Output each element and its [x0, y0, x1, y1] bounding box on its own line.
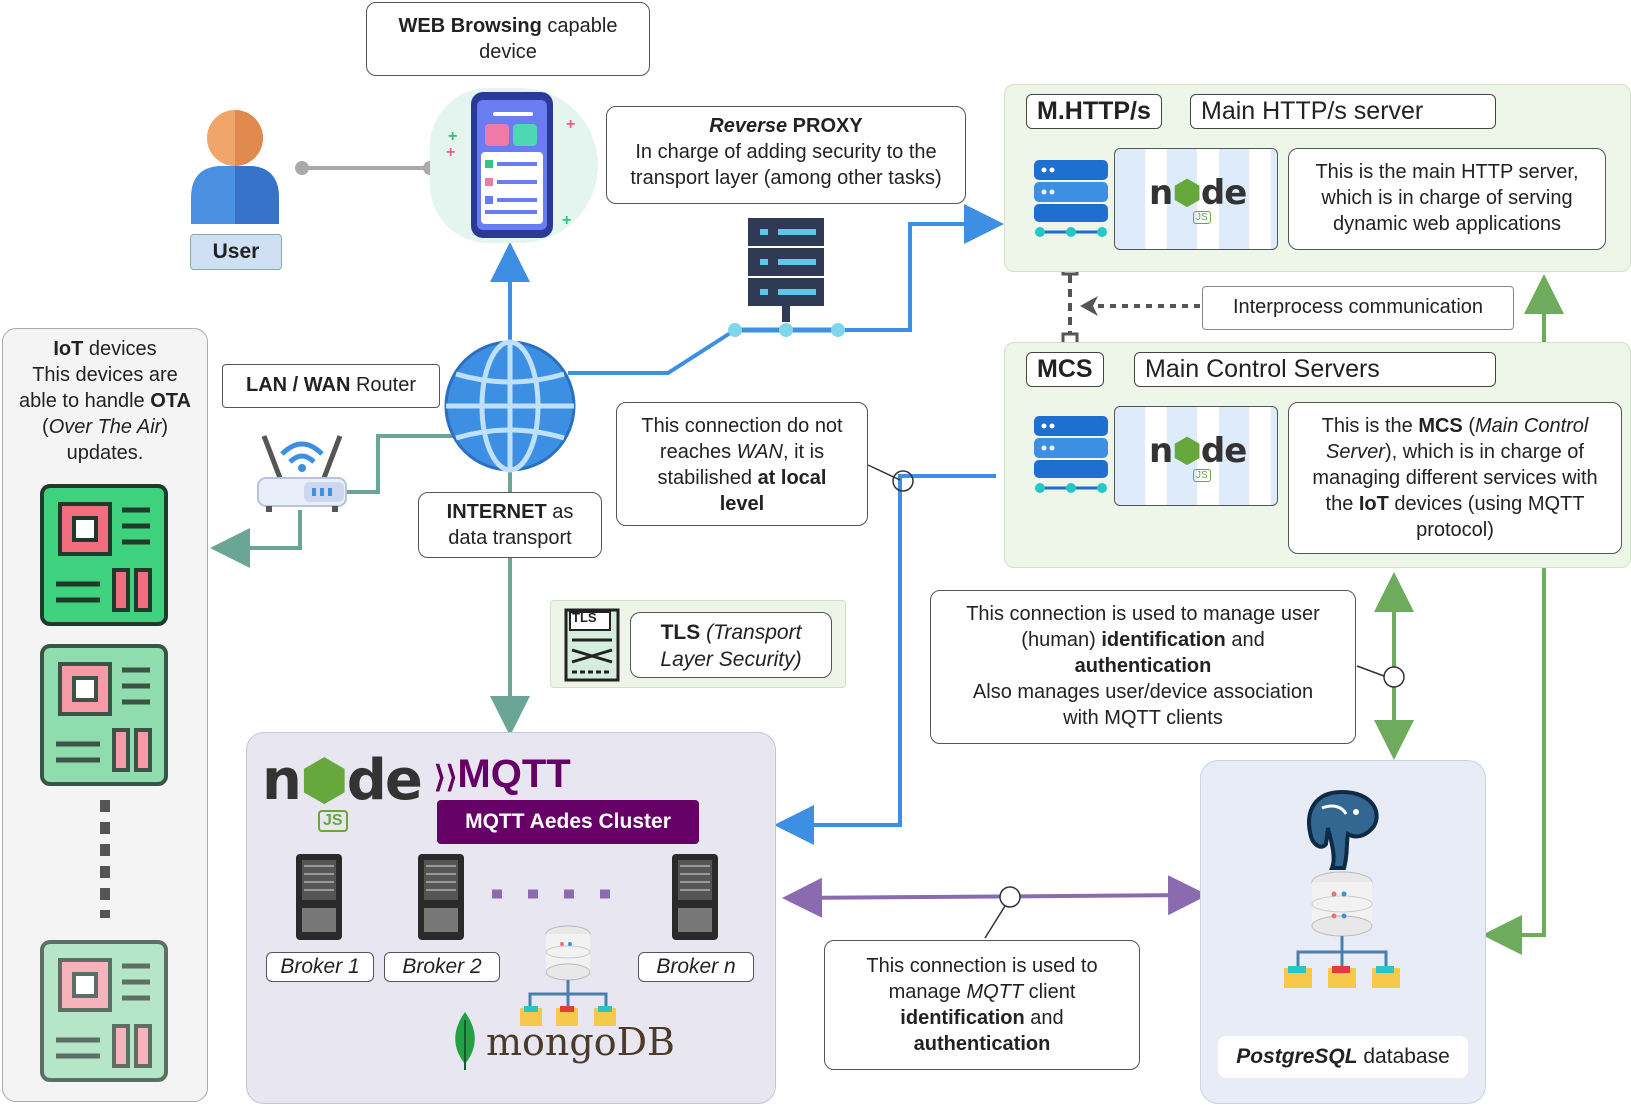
- server-stack-icon: [1034, 416, 1108, 493]
- mongodb-leaf-icon: [455, 1012, 475, 1070]
- broker-server-icon: [418, 854, 464, 940]
- iot-board-icon: [40, 484, 168, 626]
- smartphone-icon: [471, 92, 553, 238]
- nodejs-js-badge: JS: [1193, 211, 1211, 224]
- internet-label: INTERNET as data transport: [418, 492, 602, 558]
- reverse-proxy-box: Reverse PROXY In charge of adding securi…: [606, 106, 966, 204]
- sparkle-decoration: +: [566, 116, 576, 133]
- database-icon: [1284, 871, 1400, 988]
- mqtt-logo: ⟩⟩MQTT: [434, 752, 571, 796]
- globe-icon: [444, 339, 576, 473]
- database-icon: [520, 925, 616, 1026]
- ellipsis-dots: [100, 800, 110, 918]
- user-label: User: [190, 234, 282, 270]
- mhttp-name: Main HTTP/s server: [1190, 94, 1496, 129]
- ipc-label: Interprocess communication: [1202, 286, 1514, 330]
- broker-label: Broker 2: [384, 952, 500, 982]
- iot-description: IoT devices This devices are able to han…: [19, 338, 191, 464]
- user-icon: [191, 110, 279, 224]
- mcs-tag: MCS: [1026, 352, 1104, 387]
- tls-label: TLS (Transport Layer Security): [630, 612, 832, 678]
- sparkle-decoration: +: [562, 212, 572, 229]
- iot-board-icon: [40, 644, 168, 786]
- proxy-server-icon: [748, 218, 824, 322]
- broker-ellipsis: [492, 889, 624, 899]
- router-icon: [257, 435, 347, 512]
- broker-label: Broker n: [638, 952, 754, 982]
- broker-label: Broker 1: [266, 952, 374, 982]
- nodejs-card: n⬢de JS: [1114, 406, 1278, 506]
- nodejs-logo: n⬢de: [262, 748, 423, 813]
- mqtt-connection-note: This connection is used to manage MQTT c…: [824, 940, 1140, 1070]
- nodejs-js-badge: JS: [1193, 469, 1211, 482]
- nodejs-js-badge: JS: [318, 810, 348, 832]
- sparkle-decoration: +: [448, 128, 458, 145]
- nodejs-logo: n⬢de: [1149, 173, 1247, 213]
- mhttp-description: This is the main HTTP server, which is i…: [1288, 148, 1606, 250]
- web-device-box: WEB Browsing capable device: [366, 2, 650, 76]
- router-label: LAN / WAN Router: [222, 364, 440, 408]
- nodejs-card: n⬢de JS: [1114, 148, 1278, 250]
- broker-server-icon: [296, 854, 342, 940]
- local-connection-note: This connection do not reaches WAN, it i…: [616, 402, 868, 526]
- mcs-description: This is the MCS (Main Control Server), w…: [1288, 402, 1622, 554]
- server-stack-icon: [1034, 160, 1108, 237]
- postgresql-elephant-icon: [1307, 789, 1379, 870]
- tls-document-icon: [564, 608, 620, 682]
- sparkle-decoration: +: [446, 144, 456, 161]
- postgres-label: PostgreSQL database: [1218, 1036, 1468, 1078]
- mhttp-tag: M.HTTP/s: [1026, 94, 1162, 129]
- iot-board-icon: [40, 940, 168, 1082]
- user-connection-note: This connection is used to manage user (…: [930, 590, 1356, 744]
- mqtt-cluster-label: MQTT Aedes Cluster: [437, 800, 699, 844]
- broker-server-icon: [672, 854, 718, 940]
- tls-icon-text: TLS: [572, 610, 597, 625]
- nodejs-logo: n⬢de: [1149, 431, 1247, 471]
- mcs-name: Main Control Servers: [1134, 352, 1496, 387]
